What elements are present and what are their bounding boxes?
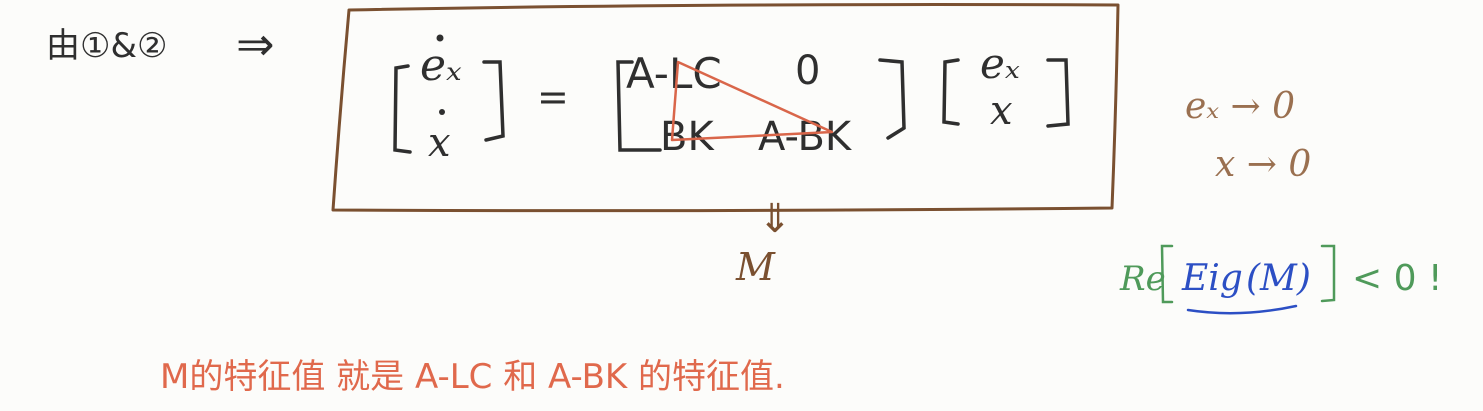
lhs-bracket-right	[482, 60, 505, 142]
matrix-entry-bk: BK	[660, 114, 715, 160]
lhs-top-dot	[436, 34, 444, 42]
eig-arg: (M)	[1246, 258, 1311, 299]
eigenvalue-statement: M的特征值 就是 A-LC 和 A-BK 的特征值.	[160, 357, 785, 397]
lhs-top-entry: eₓ	[420, 40, 462, 91]
lhs-bottom-dot	[439, 109, 445, 115]
matrix-m-label: M	[735, 245, 776, 289]
from-label: 由①&②	[46, 26, 167, 66]
rhs-top-entry: eₓ	[980, 39, 1020, 88]
matrix-entry-a-bk: A-BK	[758, 114, 853, 160]
lhs-bracket-left	[393, 64, 412, 154]
convergence-ex: eₓ → 0	[1185, 86, 1295, 127]
eig-label: Eig	[1181, 258, 1243, 299]
matrix-entry-a-lc: A-LC	[626, 49, 722, 98]
matrix-bracket-right	[878, 58, 906, 140]
matrix-bracket-left	[616, 60, 662, 152]
equation-box	[331, 3, 1120, 213]
convergence-x: x → 0	[1215, 144, 1311, 185]
rhs-bracket-right	[1046, 58, 1070, 128]
less-than-zero: < 0 !	[1352, 258, 1442, 299]
re-label: Re	[1119, 259, 1166, 299]
implies-arrow: ⇒	[236, 17, 275, 71]
re-bracket-left	[1160, 244, 1174, 304]
rhs-bracket-left	[942, 58, 960, 126]
eig-underline	[1186, 304, 1298, 315]
lhs-bottom-entry: x	[428, 120, 451, 166]
triangle-annotation	[670, 60, 834, 142]
equals-sign: =	[537, 75, 569, 119]
down-double-arrow: ⇓	[758, 196, 792, 242]
re-bracket-right	[1320, 244, 1336, 303]
matrix-entry-zero: 0	[795, 48, 820, 94]
rhs-bottom-entry: x	[990, 88, 1013, 134]
